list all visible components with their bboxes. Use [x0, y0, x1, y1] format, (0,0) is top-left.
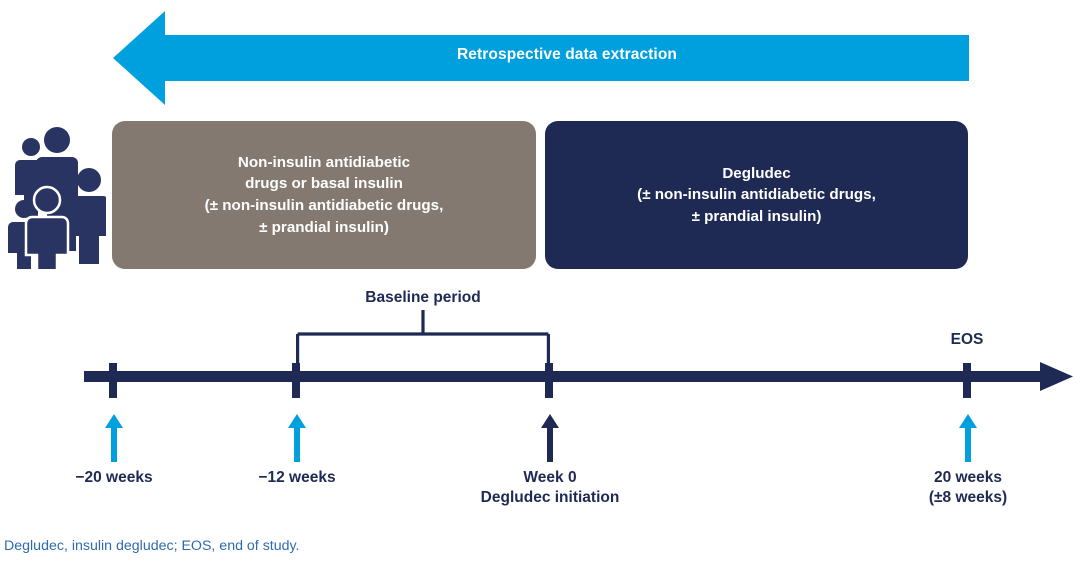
retrospective-data-extraction-arrow: [113, 11, 969, 105]
treatment-box-control: Non-insulin antidiabetic drugs or basal …: [112, 121, 536, 269]
tx-degludec-line-1: Degludec: [722, 164, 791, 182]
tx-control-line-2: drugs or basal insulin: [245, 175, 403, 193]
label-line: Week 0: [523, 469, 577, 486]
timeline-label-minus-12-weeks: −12 weeks: [258, 468, 335, 488]
timeline-label-minus-20-weeks: −20 weeks: [75, 468, 152, 488]
treatment-box-degludec-text: Degludec (± non-insulin antidiabetic dru…: [637, 163, 876, 228]
figure-footnote: Degludec, insulin degludec; EOS, end of …: [4, 538, 300, 554]
callout-arrow-up-icon: [288, 414, 306, 462]
treatment-box-degludec: Degludec (± non-insulin antidiabetic dru…: [545, 121, 968, 269]
timeline-label-eos: 20 weeks (±8 weeks): [929, 468, 1007, 508]
label-line: (±8 weeks): [928, 488, 1008, 506]
tx-degludec-line-3: ± prandial insulin): [691, 207, 822, 225]
label-line: −20 weeks: [75, 469, 153, 486]
timeline-label-week-0: Week 0 Degludec initiation: [481, 468, 620, 508]
callout-arrow-up-icon: [541, 414, 559, 462]
baseline-period-bracket: [295, 310, 550, 364]
retrospective-arrow-label: Retrospective data extraction: [457, 46, 677, 63]
eos-top-label: EOS: [950, 331, 984, 348]
label-line: 20 weeks: [933, 469, 1003, 486]
label-line: Degludec initiation: [480, 488, 620, 506]
patient-population-icon: [8, 127, 106, 269]
callout-arrow-up-icon: [959, 414, 977, 462]
tx-control-line-1: Non-insulin antidiabetic: [237, 153, 411, 171]
tx-control-line-4: ± prandial insulin): [259, 218, 389, 236]
tx-control-line-3: (± non-insulin antidiabetic drugs,: [204, 197, 444, 214]
study-timeline-axis: [84, 362, 1073, 398]
callout-arrow-up-icon: [105, 414, 123, 462]
baseline-period-label: Baseline period: [365, 289, 481, 306]
tx-degludec-line-2: (± non-insulin antidiabetic drugs,: [637, 186, 876, 204]
treatment-box-control-text: Non-insulin antidiabetic drugs or basal …: [205, 152, 444, 238]
label-line: −12 weeks: [258, 469, 336, 486]
